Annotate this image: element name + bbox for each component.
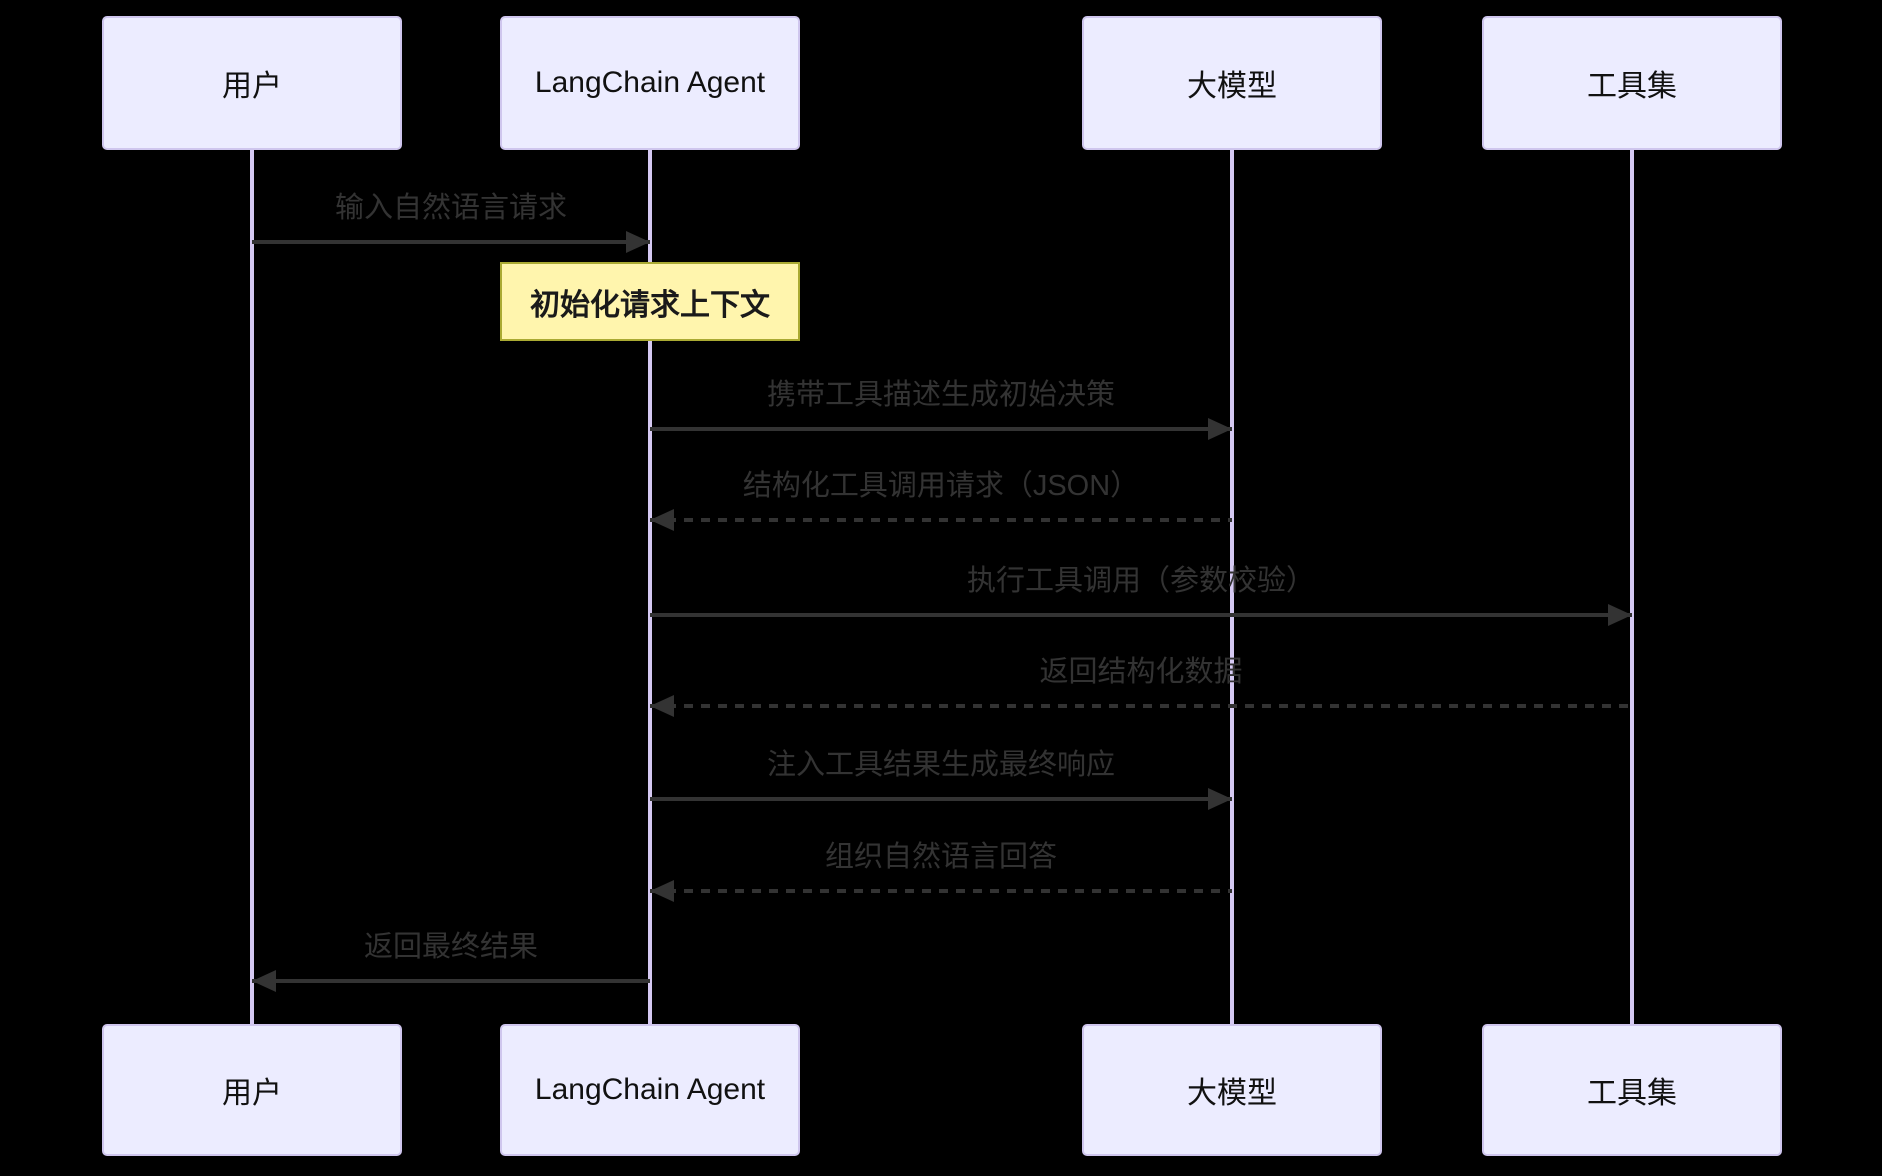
note-init-request-context: 初始化请求上下文: [500, 262, 800, 341]
actor-label: LangChain Agent: [534, 1073, 766, 1106]
message-line: [252, 231, 650, 253]
message-label: 执行工具调用（参数校验）: [966, 565, 1315, 597]
arrowhead-left-icon: [650, 880, 674, 902]
arrowhead-left-icon: [650, 695, 674, 717]
message-label: 输入自然语言请求: [334, 192, 567, 224]
arrowhead-right-icon: [626, 231, 650, 253]
message-execute-tool-call: 执行工具调用（参数校验）: [650, 563, 1632, 626]
actor-label: 大模型: [1187, 70, 1277, 103]
message-label: 组织自然语言回答: [824, 841, 1057, 873]
actor-label: 工具集: [1587, 1077, 1677, 1110]
lifeline-user: [250, 150, 254, 1024]
actor-bottom-user: 用户: [102, 1024, 402, 1156]
message-line: [252, 970, 650, 992]
message-return-final-result: 返回最终结果: [252, 929, 650, 992]
actor-top-toolset: 工具集: [1482, 16, 1782, 150]
message-label: 注入工具结果生成最终响应: [766, 749, 1115, 781]
arrowhead-left-icon: [252, 970, 276, 992]
message-line-dashed: [650, 509, 1232, 531]
actor-top-langchain-agent: LangChain Agent: [500, 16, 800, 150]
lifeline-llm: [1230, 150, 1234, 1024]
message-line: [650, 788, 1232, 810]
actor-label: LangChain Agent: [534, 66, 766, 99]
actor-bottom-toolset: 工具集: [1482, 1024, 1782, 1156]
arrowhead-right-icon: [1608, 604, 1632, 626]
message-line-dashed: [650, 695, 1632, 717]
actor-label: 用户: [222, 70, 282, 103]
message-line: [650, 604, 1632, 626]
message-input-natural-language-request: 输入自然语言请求: [252, 190, 650, 253]
message-label: 返回最终结果: [363, 931, 538, 963]
message-return-structured-data: 返回结构化数据: [650, 654, 1632, 717]
actor-label: 大模型: [1187, 1077, 1277, 1110]
message-generate-initial-decision: 携带工具描述生成初始决策: [650, 377, 1232, 440]
message-inject-tool-result: 注入工具结果生成最终响应: [650, 747, 1232, 810]
message-label: 携带工具描述生成初始决策: [766, 379, 1115, 411]
note-label: 初始化请求上下文: [530, 288, 770, 322]
arrowhead-left-icon: [650, 509, 674, 531]
message-label: 结构化工具调用请求（JSON）: [742, 470, 1140, 502]
actor-label: 用户: [222, 1077, 282, 1110]
message-line: [650, 418, 1232, 440]
message-line-dashed: [650, 880, 1232, 902]
actor-bottom-llm: 大模型: [1082, 1024, 1382, 1156]
lifeline-toolset: [1630, 150, 1634, 1024]
actor-top-llm: 大模型: [1082, 16, 1382, 150]
arrowhead-right-icon: [1208, 788, 1232, 810]
arrowhead-right-icon: [1208, 418, 1232, 440]
message-compose-natural-language-answer: 组织自然语言回答: [650, 839, 1232, 902]
actor-bottom-langchain-agent: LangChain Agent: [500, 1024, 800, 1156]
message-label: 返回结构化数据: [1039, 656, 1243, 688]
message-structured-tool-call-request: 结构化工具调用请求（JSON）: [650, 468, 1232, 531]
lifeline-langchain-agent: [648, 150, 652, 1024]
actor-top-user: 用户: [102, 16, 402, 150]
actor-label: 工具集: [1587, 70, 1677, 103]
